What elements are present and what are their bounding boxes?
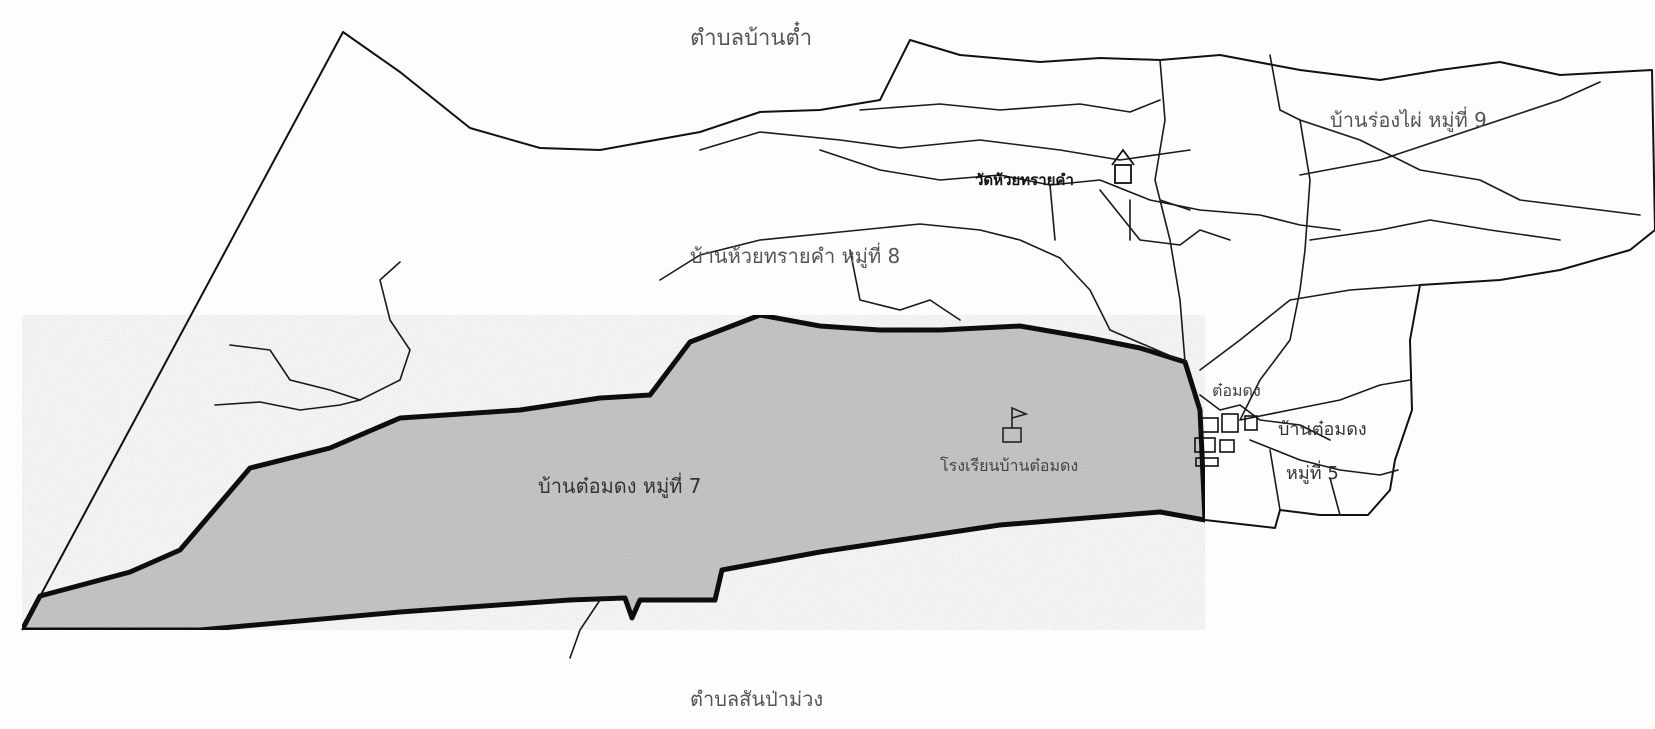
school-label: โรงเรียนบ้านต๋อมดง bbox=[940, 456, 1079, 475]
village-9-label: บ้านร่องไผ่ หมู่ที่ 9 bbox=[1330, 108, 1487, 132]
north-subdistrict-label: ตำบลบ้านต๋ำ bbox=[690, 26, 813, 51]
roads-and-streams bbox=[214, 54, 1641, 659]
village-8-label: บ้านห้วยทรายคำ หมู่ที่ 8 bbox=[690, 244, 901, 268]
road-central-2 bbox=[819, 149, 1341, 231]
school-icon bbox=[1002, 406, 1029, 443]
road-east-town bbox=[1199, 394, 1331, 441]
south-subdistrict-label: ตำบลสันป่าม่วง bbox=[690, 687, 824, 711]
village-7-highlighted-area bbox=[19, 312, 1208, 633]
temple-icon bbox=[1111, 148, 1135, 184]
town-label: ต๋อมดง bbox=[1212, 381, 1261, 400]
village-5-name-label: บ้านต๋อมดง bbox=[1278, 419, 1367, 440]
road-temple-2 bbox=[1049, 184, 1191, 241]
road-southeast-2 bbox=[1239, 379, 1411, 421]
town-cluster bbox=[1194, 413, 1258, 467]
road-southeast-3 bbox=[1249, 439, 1399, 476]
road-east-3 bbox=[1309, 219, 1561, 241]
road-east-1 bbox=[1299, 119, 1641, 216]
subdistrict-outer-boundary bbox=[21, 31, 1655, 631]
road-village-8-west bbox=[849, 249, 961, 321]
road-north-2 bbox=[859, 99, 1161, 113]
stream-west-1 bbox=[229, 261, 411, 401]
stream-south bbox=[569, 599, 601, 659]
road-temple bbox=[1099, 189, 1231, 246]
road-southeast-4 bbox=[1269, 449, 1341, 516]
village-5-number-label: หมู่ที่ 5 bbox=[1286, 463, 1339, 484]
road-central-1 bbox=[659, 223, 1181, 361]
temple-label: วัดห้วยทรายคำ bbox=[975, 171, 1074, 189]
road-east-2 bbox=[1299, 81, 1601, 176]
road-north-1 bbox=[699, 131, 1191, 161]
road-southeast-1 bbox=[1199, 284, 1421, 371]
village-7-label: บ้านต๋อมดง หมู่ที่ 7 bbox=[538, 474, 702, 498]
road-vertical-1 bbox=[1154, 59, 1186, 363]
road-vertical-2 bbox=[1239, 54, 1311, 421]
stream-west-2 bbox=[214, 399, 361, 411]
